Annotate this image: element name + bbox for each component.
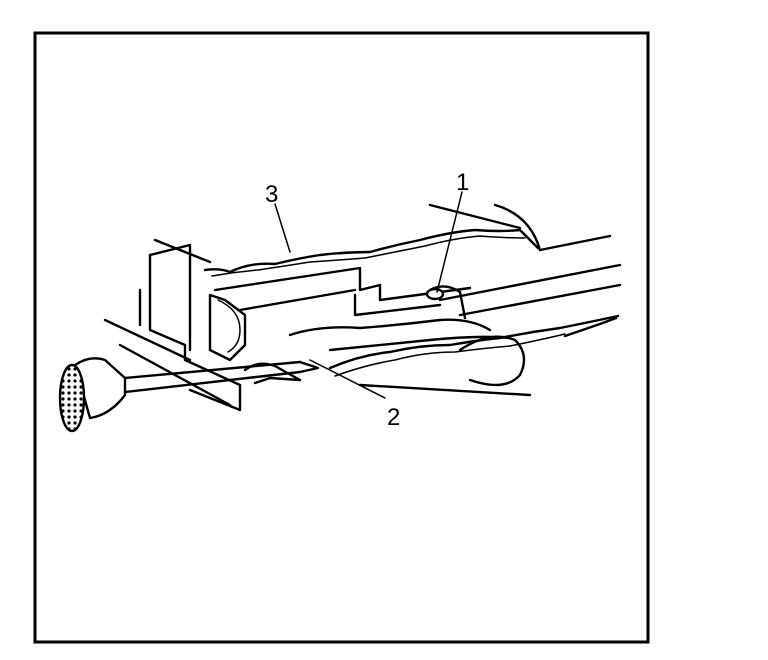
locking-tang-1 bbox=[425, 287, 445, 301]
leader-line-2 bbox=[309, 359, 386, 399]
tool-handle-knurl bbox=[58, 363, 86, 433]
terminal-pick-tool bbox=[58, 357, 320, 433]
leader-line-1 bbox=[436, 191, 463, 293]
connector-body bbox=[103, 238, 472, 412]
figure-border bbox=[33, 31, 650, 644]
seal-edge bbox=[203, 203, 612, 277]
leader-line-3 bbox=[274, 203, 291, 253]
callout-2: 2 bbox=[387, 404, 400, 431]
callout-1: 1 bbox=[456, 169, 469, 196]
terminal-housing bbox=[288, 263, 622, 397]
callout-3: 3 bbox=[265, 181, 278, 208]
